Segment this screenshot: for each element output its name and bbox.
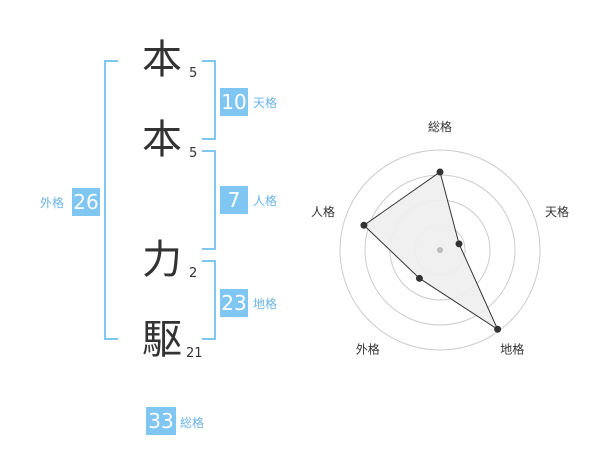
name-char-3: 力: [142, 237, 182, 283]
gaikaku-value: 26: [72, 188, 100, 216]
tenkaku-value: 10: [220, 88, 248, 116]
chikaku-label: 地格: [253, 297, 278, 311]
radar-axis-label: 地格: [500, 342, 524, 357]
name-char-4: 駆: [142, 317, 182, 363]
radar-point-1: [436, 168, 444, 176]
radar-point-5: [360, 221, 368, 229]
tenkaku-label: 天格: [253, 96, 278, 110]
soukaku-value: 33: [146, 407, 176, 435]
jinkaku-label: 人格: [253, 194, 278, 208]
chikaku-bracket: [202, 260, 216, 340]
soukaku-label: 総格: [180, 416, 205, 430]
radar-point-3: [494, 325, 502, 333]
jinkaku-value: 7: [220, 186, 248, 214]
radar-axis-label: 天格: [545, 204, 569, 219]
radar-center-dot: [437, 247, 443, 253]
stroke-count-1: 5: [189, 66, 198, 81]
gaikaku-bracket: [104, 60, 118, 340]
radar-ring: [339, 149, 541, 351]
radar-axis-label: 人格: [311, 204, 335, 219]
radar-point-2: [455, 240, 463, 248]
stroke-count-2: 5: [189, 146, 198, 161]
stroke-count-3: 2: [189, 266, 198, 281]
radar-data-polygon: [363, 171, 499, 331]
radar-point-4: [415, 274, 423, 282]
radar-axis-label: 外格: [356, 342, 380, 357]
stroke-count-4: 21: [186, 346, 203, 361]
gaikaku-label: 外格: [40, 196, 65, 210]
name-char-2: 本: [142, 117, 182, 163]
radar-axis-label: 総格: [428, 119, 452, 134]
chikaku-value: 23: [220, 289, 248, 317]
jinkaku-bracket: [202, 150, 216, 250]
name-char-1: 本: [142, 37, 182, 83]
tenkaku-bracket: [202, 60, 216, 140]
